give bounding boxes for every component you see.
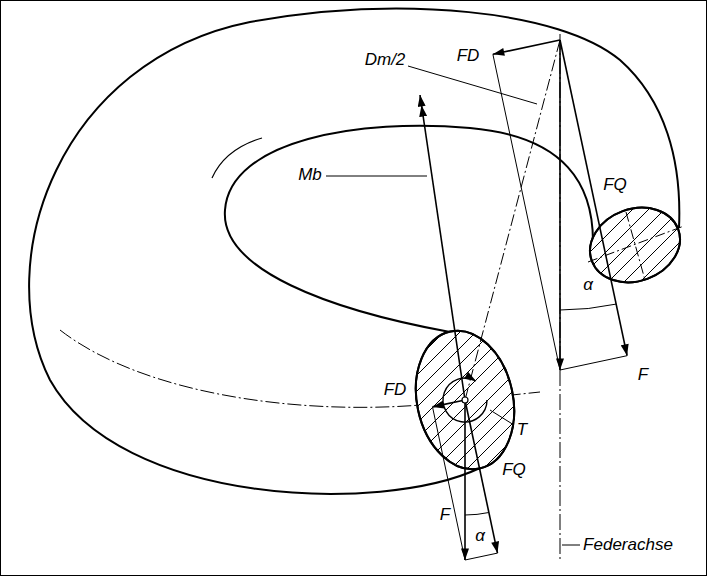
parallelogram-side [493, 54, 627, 370]
dimension-label-box: Dm/2 [363, 51, 408, 70]
axis-label: Federachse [581, 536, 675, 555]
leader-line [490, 410, 514, 425]
force-vector [493, 40, 560, 54]
force-label-box: FQ [500, 461, 528, 480]
force-label: FD [382, 381, 409, 400]
force-label-box: FD [455, 47, 482, 66]
coil-outer-outline [29, 9, 679, 494]
force-label-box: F [438, 506, 452, 525]
angle-label-box: α [473, 527, 487, 546]
section-axis [588, 226, 684, 262]
force-label: FQ [500, 461, 528, 480]
torque-label-box: T [515, 421, 529, 440]
moment-label-box: Mb [296, 166, 324, 185]
radius-line [465, 40, 560, 400]
spring-axis [560, 34, 561, 560]
drawing-part [380, 280, 560, 572]
torsion-arrow [443, 378, 487, 422]
force-vector [433, 400, 466, 407]
section-hatching [580, 190, 690, 300]
force-label-box: FQ [601, 176, 629, 195]
force-label-box: FD [382, 381, 409, 400]
torque-label: T [515, 421, 529, 440]
section-hatching [380, 280, 560, 572]
leader-line [408, 66, 537, 104]
force-label: F [438, 506, 452, 525]
contour-hint [212, 138, 262, 178]
angle-arc [465, 513, 489, 516]
moment-vector [420, 95, 465, 400]
force-label: FQ [601, 176, 629, 195]
force-label-box: F [636, 366, 650, 385]
parallelogram-side [433, 407, 498, 560]
axis-label-box: Federachse [581, 536, 675, 555]
force-label: FD [455, 47, 482, 66]
force-vector [465, 400, 498, 553]
angle-label-box: α [581, 276, 595, 295]
centre-point [462, 397, 468, 403]
coil-inner-outline [225, 126, 593, 332]
section-axis [626, 212, 645, 280]
drawing-part [580, 190, 690, 300]
force-vector [464, 400, 466, 560]
moment-label: Mb [296, 166, 324, 185]
force-vector [560, 40, 627, 356]
angle-label: α [473, 527, 487, 546]
dimension-label: Dm/2 [363, 51, 408, 70]
angle-arc [560, 304, 616, 310]
leader-line [326, 176, 427, 177]
force-label: F [636, 366, 650, 385]
leader-line [562, 545, 580, 546]
angle-label: α [581, 276, 595, 295]
force-vector [559, 40, 561, 370]
